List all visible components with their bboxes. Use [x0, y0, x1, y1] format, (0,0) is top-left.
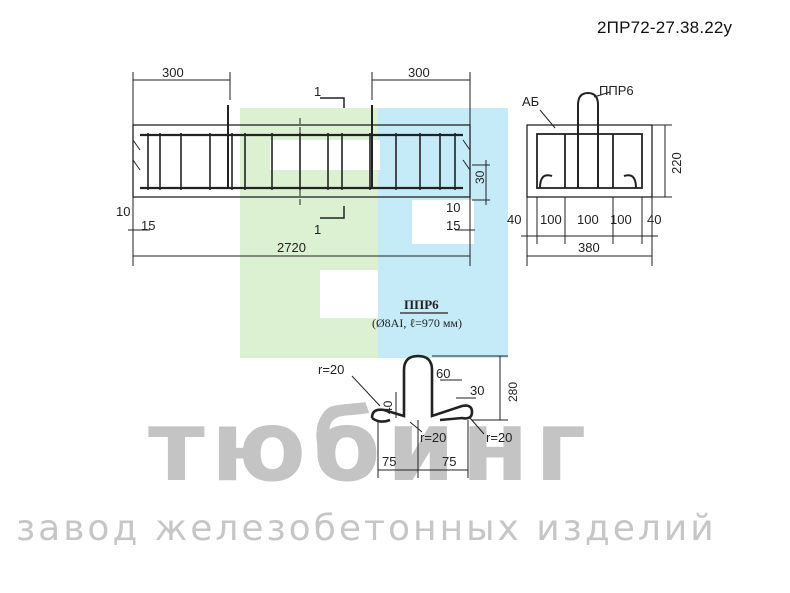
label-dim-380: 380: [578, 240, 600, 255]
label-dim-100-a: 100: [540, 212, 562, 227]
label-dim-30-detail: 30: [470, 383, 484, 398]
ppr-detail-title: ППР6: [404, 297, 439, 312]
section-cage: [536, 133, 643, 189]
front-view: [128, 72, 490, 266]
label-dim-10-left: 10: [116, 204, 130, 219]
label-r-right: r=20: [486, 430, 512, 445]
label-dim-220: 220: [669, 152, 684, 174]
label-dim-30: 30: [473, 170, 487, 184]
label-dim-300-right: 300: [408, 65, 430, 80]
ppr-loop: [577, 91, 599, 188]
label-ab: АБ: [522, 94, 539, 109]
label-dim-40-right: 40: [647, 212, 661, 227]
ppr-bar-shape: [370, 354, 474, 422]
cross-section-view: [521, 91, 672, 266]
section-outline: [526, 124, 653, 198]
label-dim-40-left: 40: [507, 212, 521, 227]
watermark-subtitle: завод железобетонных изделий: [16, 508, 717, 549]
stirrups: [147, 133, 456, 190]
label-dim-100-c: 100: [610, 212, 632, 227]
label-dim-280: 280: [506, 382, 520, 402]
logo-cut-1: [270, 140, 380, 170]
label-dim-75-left: 75: [382, 454, 396, 469]
label-dim-75-right: 75: [442, 454, 456, 469]
section-mark-top: [320, 97, 345, 108]
logo-cut-2: [320, 270, 378, 318]
label-dim-10-right: 10: [446, 200, 460, 215]
label-dim-15-left: 15: [141, 218, 155, 233]
label-dim-2720: 2720: [277, 240, 306, 255]
label-dim-100-b: 100: [577, 212, 599, 227]
logo-cut-3: [412, 200, 474, 244]
label-r-top-left: r=20: [318, 362, 344, 377]
watermark-brand: тюбинг: [148, 390, 593, 504]
label-r-mid: r=20: [420, 430, 446, 445]
label-dim-300-left: 300: [162, 65, 184, 80]
ppr-detail-spec: (Ø8AI, ℓ=970 мм): [372, 316, 462, 330]
label-dim-15-right: 15: [446, 218, 460, 233]
label-ppr6: ППР6: [599, 83, 634, 98]
section-mark-bottom: [320, 206, 345, 219]
label-dim-40: 40: [381, 400, 395, 414]
label-section-mark-top: 1: [314, 84, 321, 99]
beam-outline: [132, 124, 471, 198]
label-dim-60: 60: [436, 366, 450, 381]
product-code: 2ПР72-27.38.22у: [597, 18, 733, 37]
label-section-mark-bottom: 1: [314, 222, 321, 237]
ppr-detail-view: [351, 312, 508, 478]
